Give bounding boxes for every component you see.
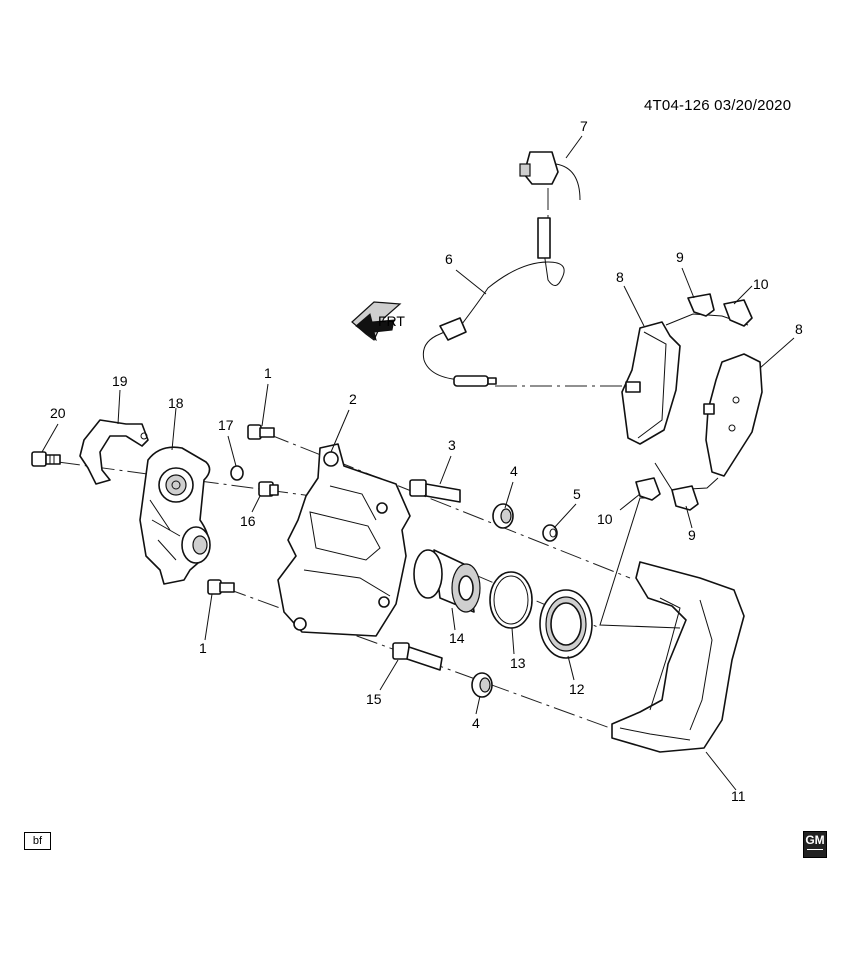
part-1-bolt-lower	[207, 579, 235, 595]
part-17-washer	[230, 465, 244, 481]
callout-6: 6	[445, 251, 453, 267]
part-11-anchor-bracket	[611, 561, 745, 753]
gm-logo-text: GM	[805, 833, 825, 847]
front-label: FRT	[378, 313, 405, 329]
callout-13: 13	[510, 655, 526, 671]
gm-logo: GM	[803, 831, 827, 858]
callout-2: 2	[349, 391, 357, 407]
callout-3: 3	[448, 437, 456, 453]
part-19-bracket	[79, 419, 149, 485]
callout-18: 18	[168, 395, 184, 411]
part-14-piston	[413, 549, 481, 613]
part-8-outer-pad	[703, 353, 763, 477]
callout-10: 10	[753, 276, 769, 292]
drawing-id: 4T04-126 03/20/2020	[644, 97, 792, 114]
callout-17: 17	[218, 417, 234, 433]
callout-1-lower: 1	[199, 640, 207, 656]
callout-8-outer: 8	[795, 321, 803, 337]
part-2-caliper	[277, 443, 411, 637]
part-6-wire-harness	[422, 217, 565, 387]
callout-16: 16	[240, 513, 256, 529]
part-15-guide-pin	[392, 642, 443, 671]
callout-15: 15	[366, 691, 382, 707]
callout-9-lower: 9	[688, 527, 696, 543]
callout-4: 4	[510, 463, 518, 479]
callout-19: 19	[112, 373, 128, 389]
part-9-clip-upper	[687, 293, 715, 317]
centerlines	[57, 188, 631, 729]
gm-logo-rule	[807, 849, 823, 850]
part-9-clip-lower	[671, 485, 699, 511]
callout-4-lower: 4	[472, 715, 480, 731]
callout-leaders	[41, 135, 795, 791]
callout-11: 11	[731, 788, 746, 804]
corner-code-box: bf	[24, 832, 51, 850]
part-8-inner-pad	[621, 321, 681, 445]
front-direction-arrow: FRT	[351, 301, 405, 342]
callout-1: 1	[264, 365, 272, 381]
callout-9: 9	[676, 249, 684, 265]
part-3-guide-pin	[409, 479, 461, 503]
part-10-clip-lower	[635, 477, 661, 501]
part-4-boot-upper	[492, 503, 514, 529]
callout-labels: 1 2 3 4 5 6 7 8 9 10 11 12 13 14 15 16 1…	[50, 118, 803, 804]
part-1-bolt-upper	[247, 424, 275, 440]
part-7-sensor	[519, 151, 581, 201]
part-12-piston-boot	[539, 589, 593, 659]
callout-7: 7	[580, 118, 588, 134]
part-10-clip-upper	[723, 299, 753, 327]
callout-5: 5	[573, 486, 581, 502]
part-16-bleeder	[258, 481, 279, 497]
part-20-bolt	[31, 451, 61, 467]
part-4-boot-lower	[471, 672, 493, 698]
part-18-motor	[139, 446, 211, 585]
callout-10-lower: 10	[597, 511, 613, 527]
part-13-seal	[489, 571, 533, 629]
callout-20: 20	[50, 405, 66, 421]
callout-8: 8	[616, 269, 624, 285]
callout-12: 12	[569, 681, 585, 697]
callout-14: 14	[449, 630, 465, 646]
part-5-bushing	[542, 524, 558, 542]
